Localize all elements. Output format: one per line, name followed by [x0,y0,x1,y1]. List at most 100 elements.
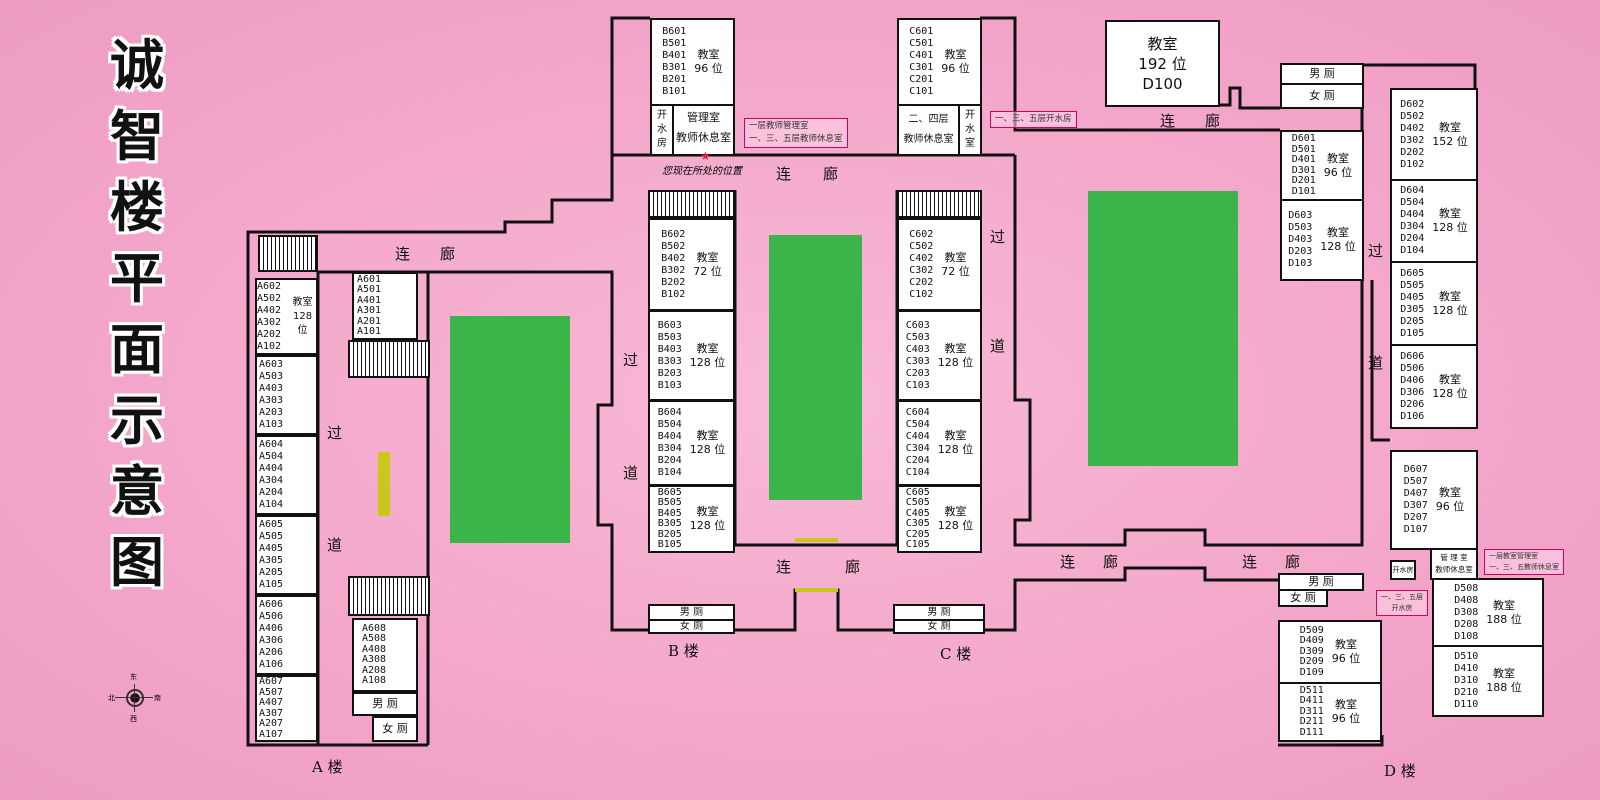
room-codes: D605 D505 D405 D305 D205 D105 [1400,267,1425,339]
room-a603[interactable]: A603 A503 A403 A303 A203 A103 [255,355,318,435]
room-label: 女 厕 [679,620,704,632]
room-codes: A601 A501 A401 A301 A201 A101 [357,273,382,337]
building-c-label: C 楼 [940,645,972,663]
room-a606[interactable]: A606 A506 A406 A306 A206 A106 [255,595,318,675]
courtyard-lawn-a [450,316,570,543]
a-female-restroom[interactable]: 女 厕 [372,716,418,742]
corridor-label: 廊 [1103,553,1119,571]
room-label: 管 理 室 教师休息室 [1435,553,1473,574]
room-label: 教室 128 位 [689,429,726,456]
courtyard-lawn-d [1088,191,1238,466]
d-teacher-office[interactable]: 管 理 室 教师休息室 [1430,548,1478,580]
room-label: 女 厕 [927,620,951,632]
room-codes: A605 A505 A405 A305 A205 A105 [259,519,284,590]
c-female-restroom[interactable]: 女 厕 [893,619,985,634]
room-a608[interactable]: A608 A508 A408 A308 A208 A108 [352,618,418,692]
yellow-marker [378,452,390,516]
room-label: 男 厕 [1308,575,1334,588]
room-label: 男 厕 [1309,67,1335,80]
room-codes: D607 D507 D407 D307 D207 D107 [1403,464,1428,535]
d-female-restroom-top[interactable]: 女 厕 [1280,83,1364,109]
corridor-label: 连 [1242,553,1258,571]
title-char: 意 [110,459,164,523]
room-a607[interactable]: A607 A507 A407 A307 A207 A107 [255,675,318,742]
courtyard-lawn-bc [769,235,862,500]
b-office-note: 一层教师管理室 一、三、五层教师休息室 [744,118,848,148]
staircase [348,576,430,616]
room-codes: A604 A504 A404 A304 A204 A104 [259,439,284,510]
c-water-room[interactable]: 开 水 室 [958,104,982,156]
building-d-label: D 楼 [1384,762,1416,780]
room-label: 教室 128 位 [937,505,974,532]
b-female-restroom[interactable]: 女 厕 [648,619,735,634]
room-label: 教室 96 位 [1331,698,1361,725]
room-codes: A608 A508 A408 A308 A208 A108 [362,622,387,686]
title-char: 图 [110,530,164,594]
compass-south: 南 [154,694,161,702]
yellow-marker [795,538,838,542]
corridor-label: 廊 [1285,553,1301,571]
room-label: 教室 96 位 [941,48,970,75]
room-codes: A607 A507 A407 A307 A207 A107 [259,676,284,740]
room-label: 开水房 [1392,566,1414,574]
room-label: 教室 72 位 [693,250,722,278]
d-office-note: 一层教室管理室 一、三、五教师休息室 [1484,549,1564,575]
aisle-label: 道 [327,536,343,554]
room-label: 开 水 室 [965,110,975,149]
room-label: 教室 128 位 [1432,289,1468,317]
title-char: 面 [110,317,164,381]
room-a601[interactable]: A601 A501 A401 A301 A201 A101 [352,272,418,340]
room-a604[interactable]: A604 A504 A404 A304 A204 A104 [255,435,318,515]
c-male-restroom[interactable]: 男 厕 [893,604,985,621]
room-label: 教室 96 位 [1331,638,1361,665]
room-d605[interactable]: D605 D505 D405 D305 D205 D105 教室 128 位 [1390,261,1478,346]
room-codes: D603 D503 D403 D203 D103 [1288,210,1313,269]
room-codes: C602 C502 C402 C302 C202 C102 [909,228,934,300]
d-female-restroom-bottom[interactable]: 女 厕 [1278,589,1328,607]
room-label: 开 水 房 [657,110,667,149]
corridor-label: 廊 [845,558,861,576]
room-label: 教室 128 位 [689,341,726,369]
room-codes: D604 D504 D404 D304 D204 D104 [1400,185,1425,256]
room-b603[interactable]: B603 B503 B403 B303 B203 B103 教室 128 位 [648,310,735,401]
room-codes: D606 D506 D406 D306 D206 D106 [1400,350,1425,422]
room-label: 教室 128 位 [937,341,974,369]
room-codes: B603 B503 B403 B303 B203 B103 [657,319,682,391]
c-teacher-lounge[interactable]: 二、四层 教师休息室 [897,104,960,156]
room-d509[interactable]: D509 D409 D309 D209 D109 教室 96 位 [1278,620,1382,684]
room-codes: A603 A503 A403 A303 A203 A103 [259,359,284,430]
staircase [648,190,735,218]
room-d100[interactable]: 教室 192 位 D100 [1105,20,1220,107]
d-water-room[interactable]: 开水房 [1390,560,1416,580]
corridor-label: 廊 [1205,112,1221,130]
b-teacher-office[interactable]: 管理室 教师休息室 [672,104,735,156]
b-water-room[interactable]: 开 水 房 [650,104,674,156]
room-a605[interactable]: A605 A505 A405 A305 A205 A105 [255,515,318,595]
c-water-note: 一、三、五层开水房 [990,111,1077,128]
building-b-label: B 楼 [668,642,699,660]
room-codes: D509 D409 D309 D209 D109 [1299,624,1324,678]
staircase [897,190,982,218]
a-male-restroom[interactable]: 男 厕 [352,692,418,716]
aisle-label: 道 [1368,354,1384,372]
d-male-restroom-top[interactable]: 男 厕 [1280,63,1364,85]
